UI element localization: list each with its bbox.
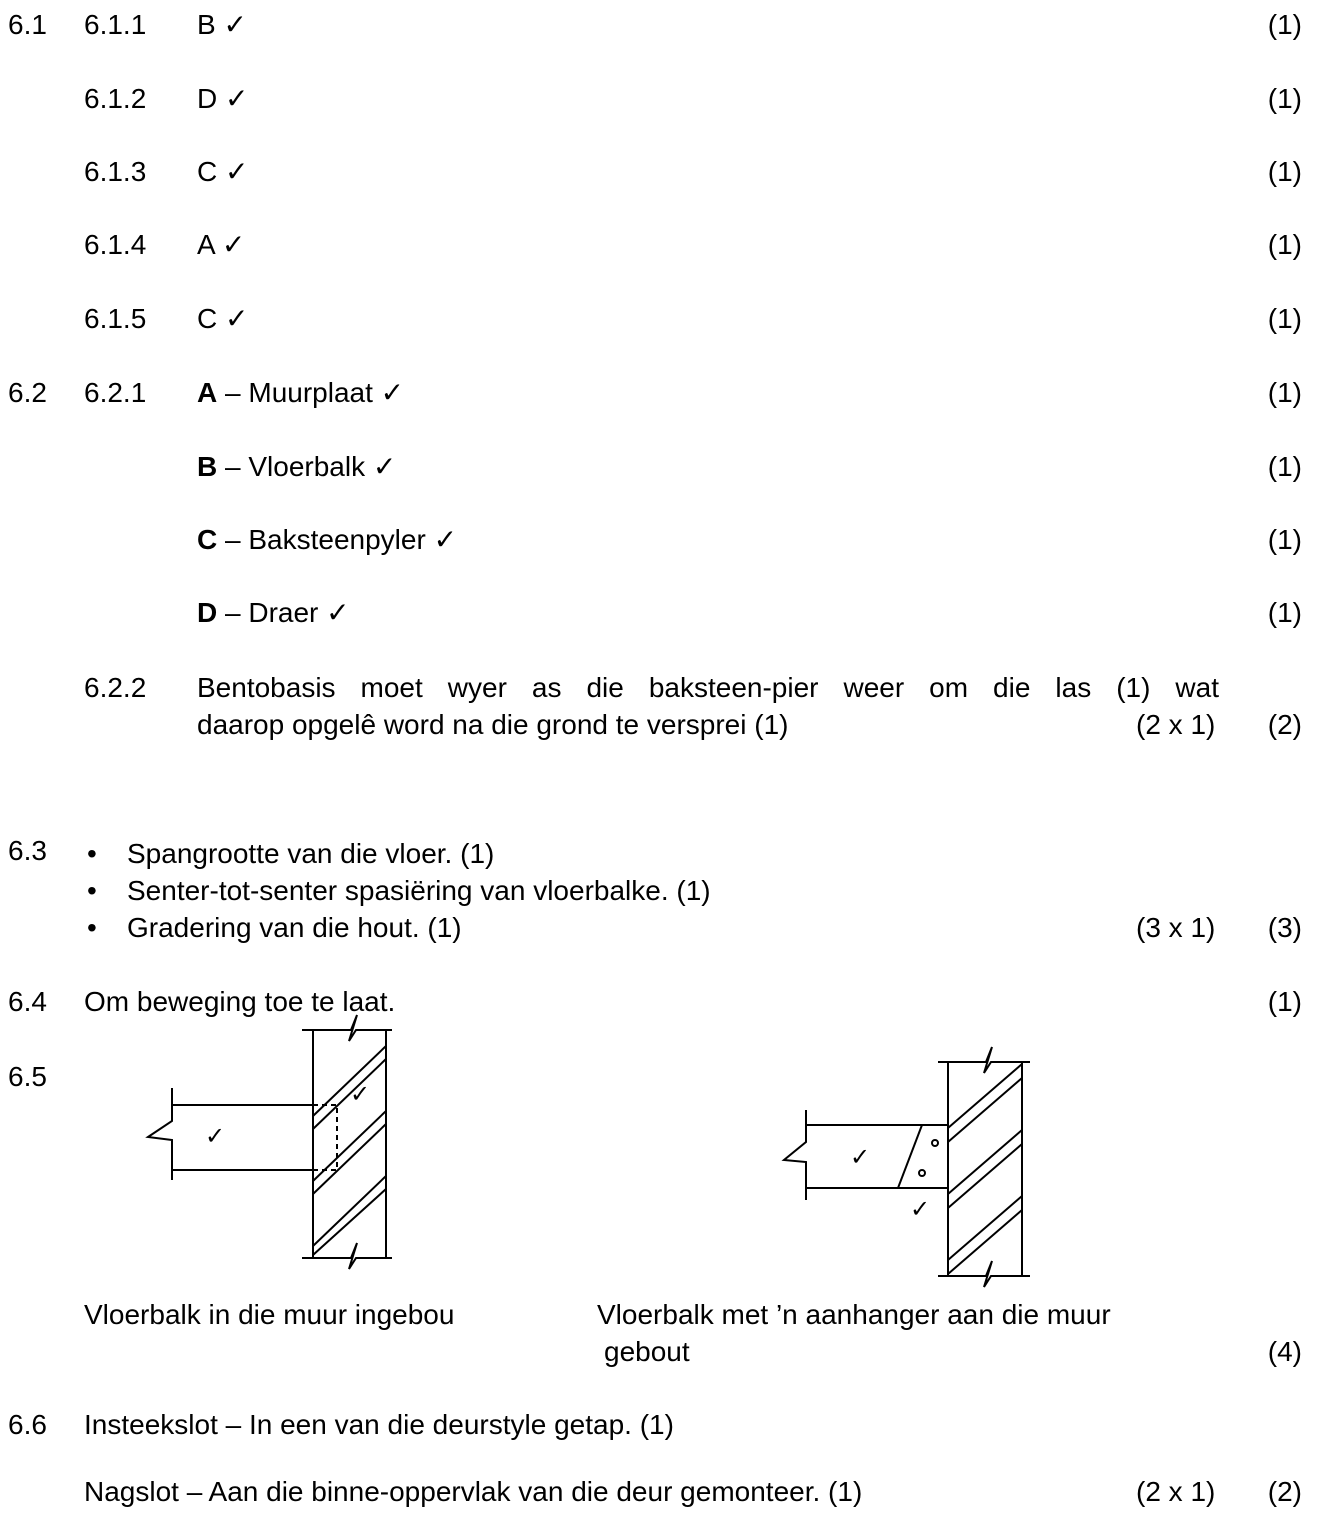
sub-question-number: 6.2.1 (84, 377, 147, 408)
answer-text: C ✓ (197, 156, 249, 187)
answer-line: B – Vloerbalk ✓ (197, 450, 396, 484)
tick-mark: ✓ (910, 1195, 930, 1223)
answer-text: daarop opgelê word na die grond te versp… (197, 709, 789, 740)
part-letter: A (197, 377, 218, 408)
sub-question-number: 6.1.1 (84, 9, 147, 40)
answer-text: A ✓ (197, 229, 246, 260)
answer-text: B ✓ (197, 9, 247, 40)
answer-line: A – Muurplaat ✓ (197, 376, 404, 410)
question-number: 6.6 (8, 1409, 47, 1440)
mark: (2) (1267, 709, 1302, 740)
mark: (1) (1267, 451, 1302, 482)
answer-text: – Vloerbalk ✓ (217, 451, 397, 482)
answer-text: D ✓ (197, 83, 249, 114)
tick-mark: ✓ (850, 1143, 870, 1171)
mark-calculation: (2 x 1) (1136, 1476, 1216, 1507)
question-number: 6.2 (8, 377, 47, 408)
answer-text: Bentobasis moet wyer as die baksteen-pie… (197, 672, 1219, 703)
question-number: 6.4 (8, 986, 47, 1017)
answer-line: D – Draer ✓ (197, 596, 350, 630)
answer-text: – Draer ✓ (217, 597, 350, 628)
question-number: 6.1 (8, 9, 47, 40)
list-item: Gradering van die hout. (1) (85, 911, 711, 948)
question-number: 6.5 (8, 1061, 47, 1092)
answer-text: Insteekslot – In een van die deurstyle g… (84, 1409, 674, 1440)
mark: (3) (1267, 912, 1302, 943)
mark: (1) (1267, 524, 1302, 555)
list-item: Senter-tot-senter spasiëring van vloerba… (85, 874, 711, 911)
mark: (1) (1267, 377, 1302, 408)
answer-text: – Muurplaat ✓ (217, 377, 405, 408)
answer-line: C – Baksteenpyler ✓ (197, 523, 457, 557)
answer-text: Nagslot – Aan die binne-oppervlak van di… (84, 1476, 863, 1507)
figure-caption: Vloerbalk met ’n aanhanger aan die muur (597, 1299, 1111, 1330)
mark-calculation: (2 x 1) (1136, 709, 1216, 740)
sub-question-number: 6.1.2 (84, 83, 147, 114)
answer-text: Om beweging toe te laat. (84, 986, 396, 1017)
figure-caption: gebout (604, 1336, 690, 1367)
sub-question-number: 6.2.2 (84, 672, 147, 703)
mark: (2) (1267, 1476, 1302, 1507)
mark: (4) (1267, 1336, 1302, 1367)
figure-caption: Vloerbalk in die muur ingebou (84, 1299, 455, 1330)
mark: (1) (1267, 83, 1302, 114)
tick-mark: ✓ (205, 1122, 225, 1150)
mark: (1) (1267, 303, 1302, 334)
part-letter: C (197, 524, 218, 555)
mark: (1) (1267, 986, 1302, 1017)
bullet-list: Spangrootte van die vloer. (1) Senter-to… (85, 837, 711, 948)
mark: (1) (1267, 597, 1302, 628)
answer-text: C ✓ (197, 303, 249, 334)
question-number: 6.3 (8, 835, 47, 866)
mark: (1) (1267, 229, 1302, 260)
part-letter: D (197, 597, 218, 628)
mark: (1) (1267, 156, 1302, 187)
mark-calculation: (3 x 1) (1136, 912, 1216, 943)
sub-question-number: 6.1.5 (84, 303, 147, 334)
answer-text: – Baksteenpyler ✓ (217, 524, 458, 555)
tick-mark: ✓ (350, 1080, 370, 1108)
part-letter: B (197, 451, 218, 482)
sub-question-number: 6.1.3 (84, 156, 147, 187)
mark: (1) (1267, 9, 1302, 40)
sub-question-number: 6.1.4 (84, 229, 147, 260)
list-item: Spangrootte van die vloer. (1) (85, 837, 711, 874)
